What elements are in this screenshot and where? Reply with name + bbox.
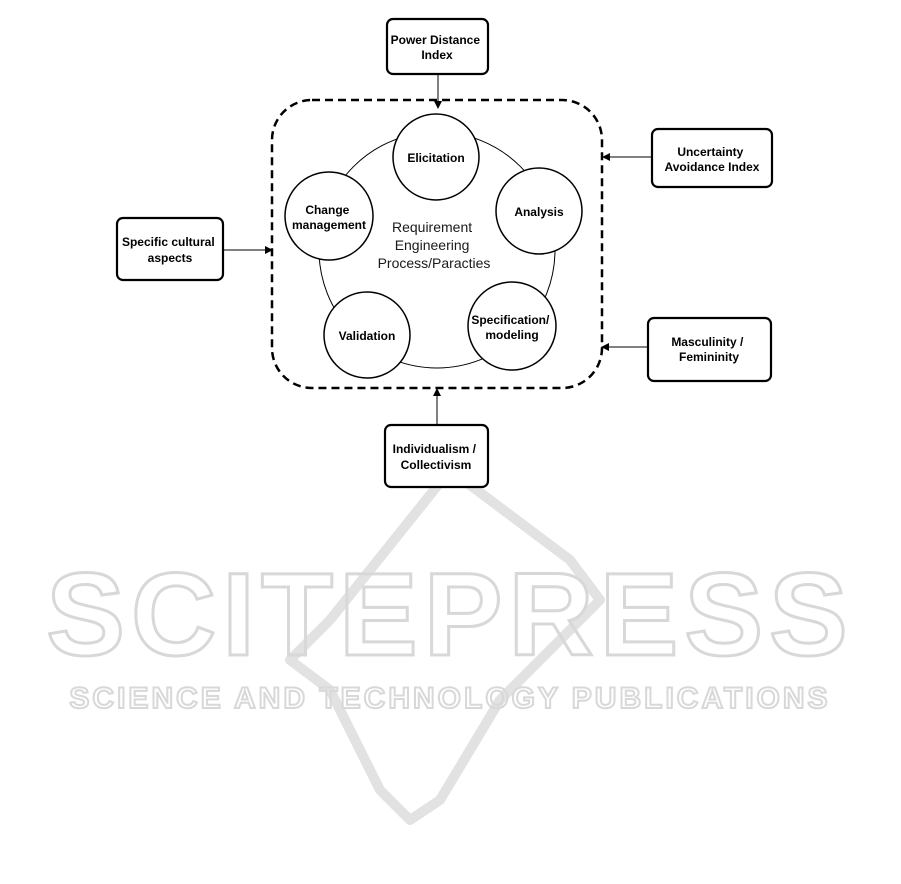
watermark: SCITEPRESS SCIENCE AND TECHNOLOGY PUBLIC…	[46, 470, 854, 820]
factor-individualism-collectivism: Individualism / Collectivism	[385, 425, 488, 487]
svg-text:Masculinity / Femininity: Masculinity / Femininity	[671, 335, 746, 364]
svg-text:Validation: Validation	[339, 329, 396, 343]
svg-text:Uncertainty Avoidance In: Uncertainty Avoidance Index	[665, 145, 760, 174]
factor-masculinity-femininity: Masculinity / Femininity	[648, 318, 771, 381]
phase-validation: Validation	[324, 292, 410, 378]
phase-elicitation: Elicitation	[393, 114, 479, 200]
watermark-main-text: SCITEPRESS	[46, 549, 854, 681]
factor-specific-cultural-aspects: Specific cultural aspects	[117, 218, 223, 280]
watermark-sub-text: SCIENCE AND TECHNOLOGY PUBLICATIONS	[69, 682, 830, 715]
factor-power-distance-index: Power Distance Index	[387, 19, 488, 74]
svg-text:Elicitation: Elicitation	[407, 151, 464, 165]
phase-analysis: Analysis	[496, 168, 582, 254]
process-center-label: Requirement Engineering Process/Paractie…	[378, 219, 491, 271]
phase-specification-modeling: Specification/ modeling	[468, 282, 556, 370]
svg-text:Analysis: Analysis	[514, 205, 564, 219]
factor-uncertainty-avoidance-index: Uncertainty Avoidance Index	[652, 129, 772, 187]
phase-change-management: Change management	[285, 172, 373, 260]
